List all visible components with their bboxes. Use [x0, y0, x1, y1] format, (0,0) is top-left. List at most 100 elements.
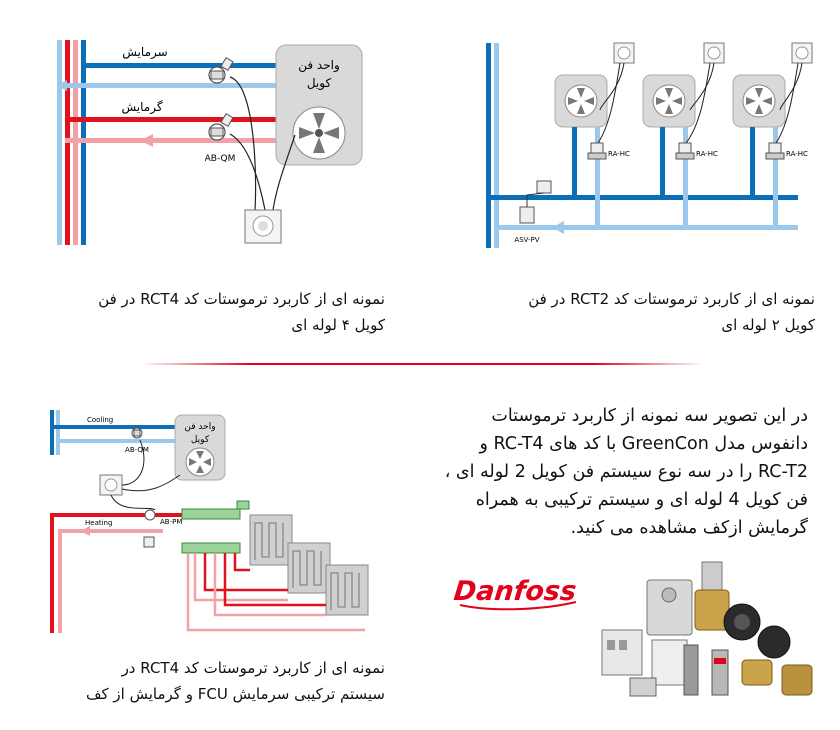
heating-label: گرمایش: [121, 100, 162, 115]
floor-loop-3: [325, 564, 369, 616]
caption-combined-line2: سیستم ترکیبی سرمایش FCU و گرمایش از کف: [86, 685, 385, 703]
wire: [229, 133, 266, 211]
supply-pipe: [486, 195, 798, 200]
valve-cooling-icon: [208, 56, 234, 84]
wire: [689, 62, 715, 111]
cooling-label: Cooling: [87, 416, 113, 424]
thermostat-icon: [99, 474, 123, 496]
riser-dark-blue: [486, 43, 491, 248]
manifold-supply: [181, 508, 241, 520]
cooling-return-pipe: [57, 83, 276, 88]
riser-red: [50, 513, 54, 633]
fan-coil-unit-1: [554, 74, 608, 227]
fan-coil-unit-2: [642, 74, 696, 227]
heating-return-pipe: [58, 529, 163, 533]
caption-rct2: نمونه ای از کاربرد ترموستات کد RCT2 در ف…: [470, 286, 815, 338]
fan-coil-label-line1: واحد فن: [184, 422, 215, 432]
transmitter-icon: [683, 644, 699, 696]
riser-blue: [57, 40, 62, 245]
valve-icon: [675, 142, 695, 160]
manifold-valve: [236, 500, 250, 510]
thermostat-icon: [613, 42, 635, 64]
danfoss-logo: Danfoss: [452, 572, 582, 612]
contactor-icon: [601, 629, 643, 676]
balancing-valve-icon: [519, 180, 552, 224]
valve-icon: [587, 142, 607, 160]
thermostat-icon: [703, 42, 725, 64]
caption-rct4: نمونه ای از کاربرد ترموستات کد RCT4 در ف…: [40, 286, 385, 338]
arrow-icon: [140, 134, 153, 147]
description-line3: RC-T2 را در سه نوع سیستم فن کویل 2 لوله …: [444, 462, 808, 482]
wire: [110, 494, 156, 511]
wire: [599, 62, 625, 111]
thermostat-icon: [244, 209, 282, 244]
cooling-supply-pipe: [81, 63, 276, 68]
wire: [775, 62, 799, 144]
valve-label: RA-HC: [696, 150, 718, 158]
fan-icon: [185, 447, 215, 477]
wire: [272, 134, 296, 211]
valve-heating-icon: [208, 112, 234, 141]
heating-supply-pipe: [50, 513, 215, 517]
valve-pm-icon: [143, 509, 156, 548]
caption-rct2-line1: نمونه ای از کاربرد ترموستات کد RCT2 در ف…: [528, 290, 815, 308]
diagram-rct4-four-pipe: سرمایش گرمایش AB-QM واحد فن کویل: [57, 40, 363, 245]
floor-loop-1: [249, 514, 293, 566]
arrow-icon: [552, 221, 564, 234]
valve-label: RA-HC: [786, 150, 808, 158]
description-line5: گرمایش ازکف مشاهده می کنید.: [570, 518, 808, 538]
valve-icon: [765, 142, 785, 160]
description-line1: در این تصویر سه نمونه از کاربرد ترموستات: [491, 406, 808, 426]
logo-text: Danfoss: [452, 576, 577, 607]
heating-label: Heating: [85, 519, 112, 527]
fan-coil-label-line2: کویل: [307, 76, 332, 91]
arrow-icon: [80, 526, 90, 536]
brass-valve-icon: [781, 664, 813, 696]
loop-pipe: [186, 553, 365, 632]
gauge-icon: [629, 677, 657, 697]
manifold-return: [181, 542, 241, 554]
description-line4: فن کویل 4 لوله ای و سیستم ترکیبی به همرا…: [475, 490, 808, 510]
valve-qm-icon: [131, 427, 143, 439]
diagram-rct2-two-pipe: RA-HC RA-HC RA-HC ASV-PV: [486, 42, 813, 248]
description-line2: دانفوس مدل GreenCon با کد های RC-T4 و: [479, 434, 809, 454]
loop-pipe: [233, 553, 250, 572]
riser-light-blue: [56, 410, 60, 455]
loop-pipe: [193, 553, 288, 602]
qm-label: AB-QM: [125, 446, 149, 454]
riser-dark-blue: [50, 410, 54, 455]
sensor-icon: [711, 649, 729, 696]
floor-loop-2: [287, 542, 331, 594]
pressure-switch-icon: [651, 639, 688, 686]
fan-coil-label-line2: کویل: [191, 435, 210, 445]
pm-label: AB-PM: [160, 518, 182, 526]
product-collage-image: [601, 561, 813, 697]
heating-return-pipe: [65, 138, 276, 143]
valve-label: RA-HC: [608, 150, 630, 158]
wire: [121, 439, 145, 486]
danfoss-logo-mark: Danfoss: [452, 576, 578, 611]
heating-supply-pipe: [65, 117, 276, 122]
diagram-combined-fcu-floor-heating: Cooling واحد فن کویل AB-QM Heating AB-PM: [50, 410, 369, 633]
caption-combined-line1: نمونه ای از کاربرد ترموستات کد RCT4 در: [121, 659, 385, 677]
wire: [121, 474, 181, 492]
wire: [779, 62, 803, 111]
caption-combined: نمونه ای از کاربرد ترموستات کد RCT4 در س…: [40, 655, 385, 707]
wire: [597, 62, 621, 144]
wire: [229, 76, 257, 211]
riser-light-blue: [494, 43, 499, 248]
loop-pipe: [223, 553, 326, 607]
arrow-icon: [57, 80, 67, 91]
valve-label: AB-QM: [205, 154, 236, 164]
loop-pipe: [213, 553, 326, 617]
thermostat-icon: [791, 42, 813, 64]
asv-label: ASV-PV: [514, 236, 539, 244]
return-pipe: [494, 225, 798, 230]
caption-rct4-line1: نمونه ای از کاربرد ترموستات کد RCT4 در ف…: [98, 290, 385, 308]
fan-icon: [292, 106, 346, 160]
riser-light-red: [58, 529, 62, 633]
cooling-supply-pipe: [50, 425, 175, 429]
caption-rct4-line2: کویل ۴ لوله ای: [291, 316, 385, 334]
description-paragraph: در این تصویر سه نمونه از کاربرد ترموستات…: [410, 402, 808, 542]
caption-rct2-line2: کویل ۲ لوله ای: [721, 316, 815, 334]
